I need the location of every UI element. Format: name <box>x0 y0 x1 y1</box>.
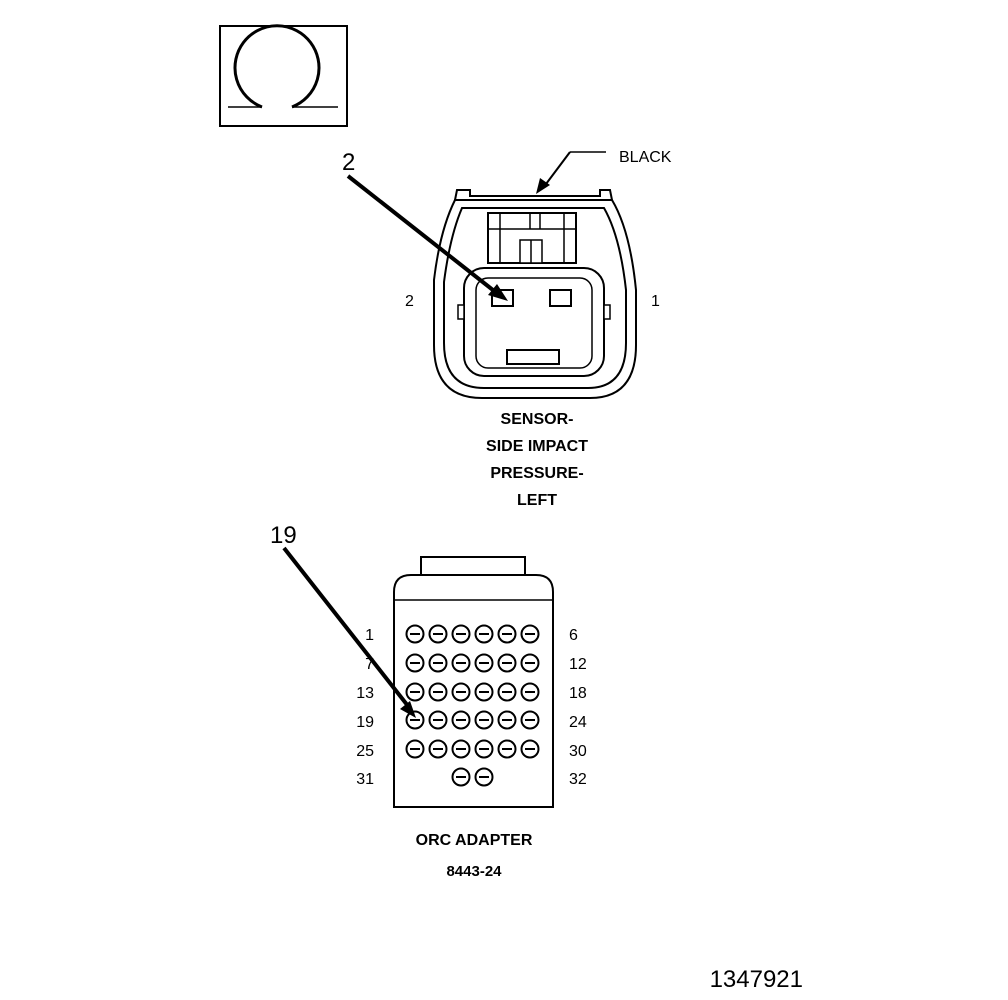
adapter-pin <box>428 624 448 644</box>
adapter-pin-callout-label: 19 <box>270 522 297 549</box>
adapter-pin <box>474 624 494 644</box>
adapter-row-label-right: 30 <box>569 743 587 760</box>
sensor-title-line-4: LEFT <box>517 492 557 509</box>
adapter-pin <box>497 624 517 644</box>
figure-number: 1347921 <box>710 966 803 993</box>
adapter-pin <box>451 682 471 702</box>
adapter-pin <box>497 682 517 702</box>
adapter-pin <box>520 739 540 759</box>
adapter-row-label-right: 32 <box>569 771 587 788</box>
adapter-row-label-right: 24 <box>569 714 587 731</box>
adapter-row-label-right: 12 <box>569 656 587 673</box>
adapter-pin <box>428 710 448 730</box>
adapter-pin <box>451 653 471 673</box>
adapter-pin <box>451 767 471 787</box>
adapter-pin <box>451 739 471 759</box>
adapter-pin <box>474 682 494 702</box>
color-callout-label: BLACK <box>619 149 672 166</box>
adapter-pin-grid <box>405 624 540 787</box>
adapter-pin <box>428 739 448 759</box>
adapter-pin <box>520 710 540 730</box>
adapter-pin <box>520 624 540 644</box>
adapter-row-label-left: 1 <box>365 627 374 644</box>
adapter-title: ORC ADAPTER <box>416 832 533 849</box>
sensor-title-line-2: SIDE IMPACT <box>486 438 588 455</box>
sensor-pin-right-label: 1 <box>651 293 660 310</box>
adapter-pin <box>405 739 425 759</box>
adapter-connector <box>393 556 554 808</box>
adapter-pin <box>497 739 517 759</box>
adapter-part-number: 8443-24 <box>446 863 502 880</box>
adapter-pin <box>451 710 471 730</box>
adapter-pin <box>474 710 494 730</box>
sensor-pin-1 <box>549 289 572 307</box>
adapter-pin <box>474 767 494 787</box>
adapter-row-label-left: 7 <box>365 656 374 673</box>
adapter-pin-callout-arrow <box>282 546 416 718</box>
adapter-pin <box>497 653 517 673</box>
adapter-row-label-right: 18 <box>569 685 587 702</box>
adapter-pin <box>520 682 540 702</box>
sensor-pin-callout-label: 2 <box>342 149 355 176</box>
adapter-row-label-left: 25 <box>356 743 374 760</box>
adapter-pin <box>428 653 448 673</box>
sensor-connector <box>433 189 637 399</box>
adapter-pin <box>405 682 425 702</box>
sensor-title-line-3: PRESSURE- <box>490 465 583 482</box>
adapter-pin <box>428 682 448 702</box>
adapter-pin <box>405 653 425 673</box>
adapter-pin <box>405 710 425 730</box>
adapter-row-label-left: 31 <box>356 771 374 788</box>
adapter-pin <box>451 624 471 644</box>
adapter-pin <box>474 653 494 673</box>
sensor-pin-callout-arrow <box>346 174 508 301</box>
ohm-symbol-icon <box>219 24 348 127</box>
adapter-pin <box>520 653 540 673</box>
adapter-row-label-left: 13 <box>356 685 374 702</box>
adapter-row-label-right: 6 <box>569 627 578 644</box>
adapter-pin <box>497 710 517 730</box>
adapter-row-label-left: 19 <box>356 714 374 731</box>
sensor-title-line-1: SENSOR- <box>501 411 574 428</box>
adapter-pin <box>474 739 494 759</box>
sensor-pin-left-label: 2 <box>405 293 414 310</box>
color-callout-leader <box>536 151 606 194</box>
adapter-pin <box>405 624 425 644</box>
